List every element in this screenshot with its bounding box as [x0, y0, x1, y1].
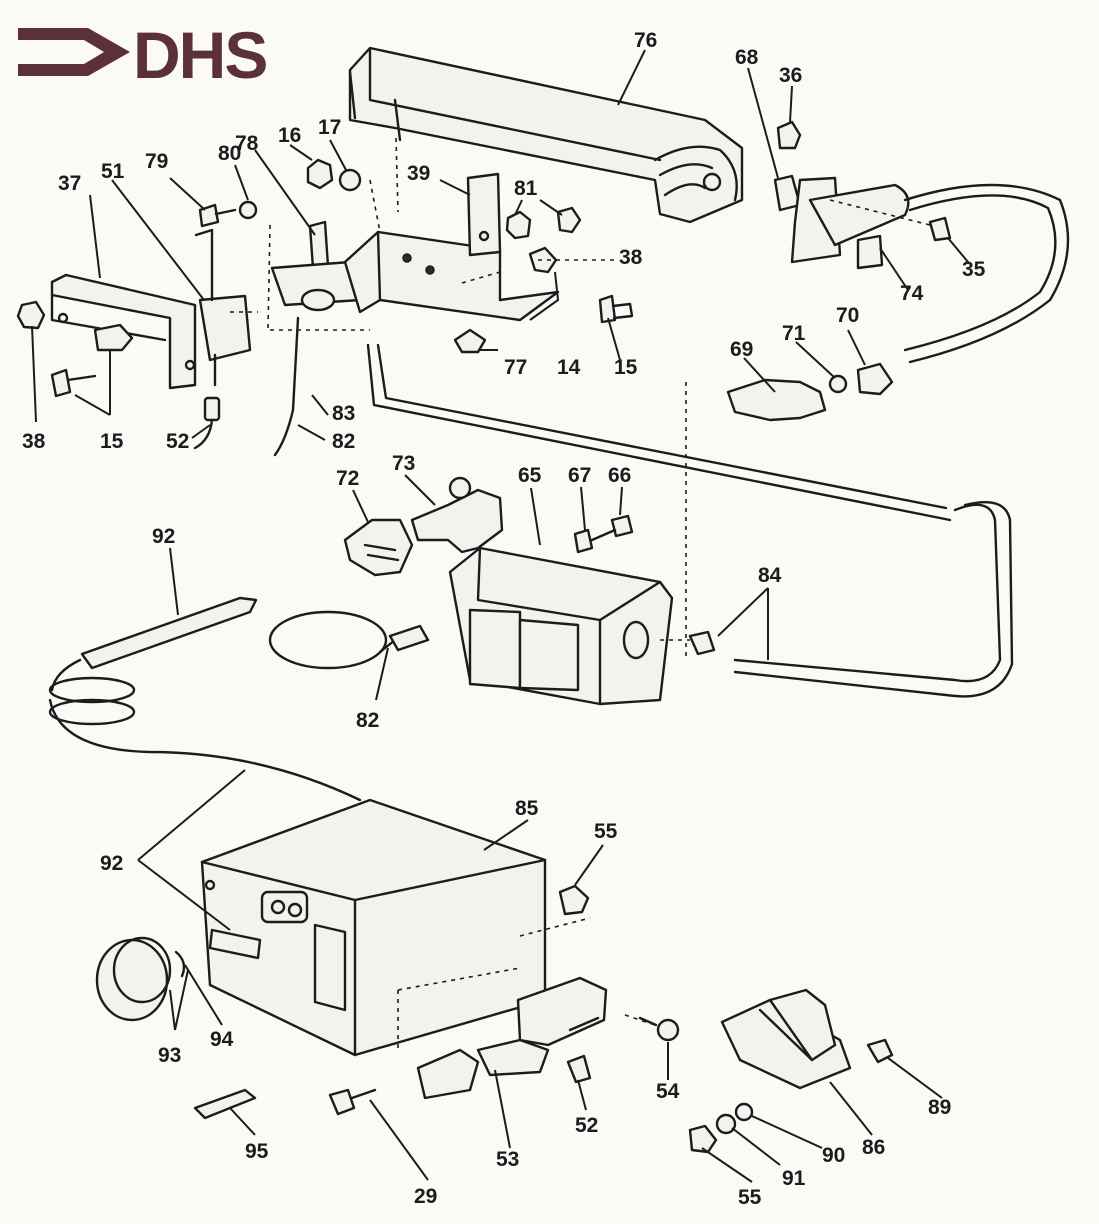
part-label: 54 — [656, 1080, 680, 1103]
nozzle-assembly-part — [773, 120, 1070, 364]
part-label: 52 — [166, 430, 189, 453]
burner-part — [348, 46, 744, 224]
part-label: 68 — [735, 46, 759, 69]
part-label: 78 — [235, 132, 259, 155]
part-label: 53 — [496, 1148, 519, 1171]
fittings-69-70-71 — [726, 362, 894, 422]
part-label: 82 — [332, 430, 355, 453]
part-label: 76 — [634, 29, 657, 52]
electrode-51-part — [193, 228, 252, 450]
part-label: 84 — [758, 564, 782, 587]
part-label: 90 — [822, 1144, 845, 1167]
part-label: 17 — [318, 116, 341, 139]
part-label: 35 — [962, 258, 986, 281]
part-label: 72 — [336, 467, 359, 490]
part-label: 82 — [356, 709, 379, 732]
gas-valve-65-part — [448, 514, 716, 706]
valve-73-part — [410, 476, 504, 554]
part-label: 92 — [100, 852, 123, 875]
transformer-86-part — [688, 988, 894, 1154]
part-label: 73 — [392, 452, 415, 475]
part-label: 14 — [557, 356, 581, 379]
fasteners-top — [16, 158, 634, 398]
part-label: 15 — [100, 430, 124, 453]
part-label: 15 — [614, 356, 638, 379]
part-label: 55 — [738, 1186, 762, 1209]
part-label: 71 — [782, 322, 806, 345]
part-label: 91 — [782, 1167, 806, 1190]
part-label: 74 — [900, 282, 924, 305]
part-label: 51 — [101, 160, 125, 183]
leader-lines — [31, 49, 969, 1183]
bracket-14-part — [343, 230, 560, 354]
part-label: 38 — [22, 430, 46, 453]
part-label: 86 — [862, 1136, 885, 1159]
part-label: 67 — [568, 464, 591, 487]
part-label: 79 — [145, 150, 168, 173]
part-label: 39 — [407, 162, 430, 185]
part-label: 65 — [518, 464, 542, 487]
part-label: 85 — [515, 797, 539, 820]
part-label: 70 — [836, 304, 859, 327]
part-label: 55 — [594, 820, 618, 843]
part-label: 37 — [58, 172, 81, 195]
part-label: 36 — [779, 64, 802, 87]
thermocouple-82-part — [268, 610, 430, 670]
elbow-72-part — [343, 518, 414, 577]
screws-lower — [328, 1016, 680, 1116]
part-label: 77 — [504, 356, 527, 379]
part-label: 89 — [928, 1096, 951, 1119]
part-label: 29 — [414, 1185, 437, 1208]
gas-pipe — [366, 343, 1014, 698]
part-label: 38 — [619, 246, 643, 269]
part-label: 83 — [332, 402, 355, 425]
part-labels: 76 68 36 16 17 80 78 79 37 51 39 81 38 3… — [22, 29, 986, 1209]
part-label: 69 — [730, 338, 753, 361]
part-label: 94 — [210, 1028, 234, 1051]
part-label: 81 — [514, 177, 538, 200]
part-label: 93 — [158, 1044, 181, 1067]
knob-93-part — [95, 936, 186, 1022]
part-label: 52 — [575, 1114, 598, 1137]
switch-assembly-53-part — [416, 976, 608, 1100]
fuse-95-part — [193, 1088, 257, 1120]
part-label: 92 — [152, 525, 175, 548]
plate-39-part — [466, 172, 502, 257]
part-label: 16 — [278, 124, 301, 147]
dhs-logo: DHS — [18, 18, 268, 92]
part-label: 66 — [608, 464, 631, 487]
thermostat-bulb-92-part — [48, 596, 362, 802]
alignment-lines — [230, 137, 931, 1048]
part-label: 95 — [245, 1140, 269, 1163]
logo-text: DHS — [133, 18, 266, 92]
logo-arrow-icon — [18, 28, 130, 76]
part-label: 80 — [218, 142, 241, 165]
